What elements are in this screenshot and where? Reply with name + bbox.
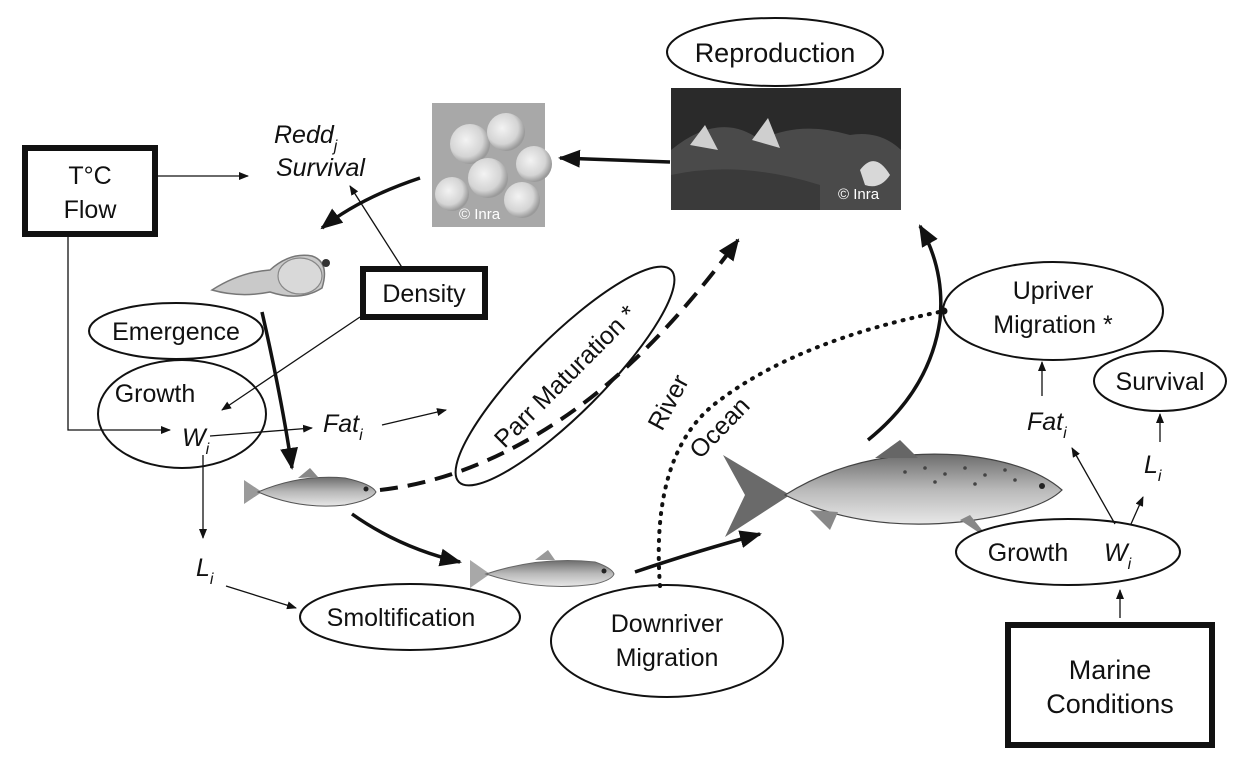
svg-text:Growth: Growth (988, 539, 1069, 567)
arrow-growth-to-fat (1071, 447, 1116, 525)
thin-arrows (67, 172, 1164, 618)
svg-text:Downriver: Downriver (611, 610, 724, 638)
arrow-eggs-to-alevin (320, 176, 421, 230)
arrow-growth-to-l (1130, 496, 1144, 525)
redd-survival-label: Survival (276, 154, 366, 182)
arrow-alevin-to-parr (260, 311, 298, 470)
svg-text:Growth: Growth (115, 380, 196, 408)
ocean-label: Ocean (684, 392, 755, 464)
adult-salmon-illustration (723, 440, 1063, 540)
growth-river-oval: Growth (97, 359, 267, 469)
l-ocean-label: Li (1144, 451, 1162, 485)
boundary-endpoint (940, 307, 948, 315)
fat-river-label: Fati (323, 410, 363, 444)
spawners-photo: © Inra (671, 88, 901, 210)
arrow-density-to-redd (349, 185, 404, 270)
alevin-illustration (210, 254, 330, 297)
upriver-migration-oval: Upriver Migration * (942, 261, 1164, 361)
svg-text:Density: Density (382, 280, 466, 308)
downriver-migration-oval: Downriver Migration (550, 584, 784, 698)
eggs-credit: © Inra (459, 206, 501, 223)
svg-text:Smoltification: Smoltification (327, 604, 476, 632)
fat-ocean-label: Fati (1027, 408, 1067, 442)
svg-text:Conditions: Conditions (1046, 689, 1174, 719)
svg-text:T°C: T°C (68, 162, 111, 190)
arrow-w-to-fat (209, 424, 313, 437)
redd-label: Reddj (274, 121, 338, 155)
smolt-illustration (470, 550, 615, 588)
arrow-parr-to-smolt (350, 512, 462, 567)
svg-text:Migration *: Migration * (993, 311, 1113, 339)
w-river-label: Wi (182, 424, 210, 458)
emergence-oval: Emergence (88, 302, 264, 360)
l-river-label: Li (196, 554, 214, 588)
svg-text:Marine: Marine (1069, 655, 1152, 685)
svg-text:Migration: Migration (616, 644, 719, 672)
arrow-tempflow-to-growth (67, 234, 171, 434)
svg-text:Emergence: Emergence (112, 318, 240, 346)
arrow-adult-to-reproduction (866, 224, 943, 442)
svg-text:Upriver: Upriver (1013, 277, 1094, 305)
marine-conditions-box: Marine Conditions (1005, 622, 1215, 748)
arrow-fat-to-parr (381, 408, 447, 426)
arrow-l-to-smolt (225, 585, 297, 610)
temp-flow-box: T°C Flow (22, 145, 158, 237)
parr-maturation-dashed-arrow (379, 238, 740, 492)
w-ocean-label: Wi (1104, 539, 1132, 573)
svg-text:Reproduction: Reproduction (695, 38, 856, 68)
smoltification-oval: Smoltification (299, 583, 521, 651)
reproduction-oval: Reproduction (666, 17, 884, 87)
river-label: River (643, 370, 695, 435)
spawners-credit: © Inra (838, 186, 880, 203)
svg-text:Flow: Flow (64, 196, 118, 224)
density-box: Density (360, 266, 488, 320)
svg-text:Survival: Survival (1116, 368, 1205, 396)
survival-ocean-oval: Survival (1093, 350, 1227, 412)
arrow-reproduction-to-eggs (558, 149, 671, 168)
parr-illustration (244, 468, 377, 507)
eggs-photo: © Inra (432, 103, 552, 227)
arrow-smolt-to-adult (634, 530, 762, 574)
growth-ocean-oval: Growth (955, 518, 1181, 586)
thick-arrows (260, 149, 943, 574)
arrow-density-to-growth (221, 316, 361, 411)
